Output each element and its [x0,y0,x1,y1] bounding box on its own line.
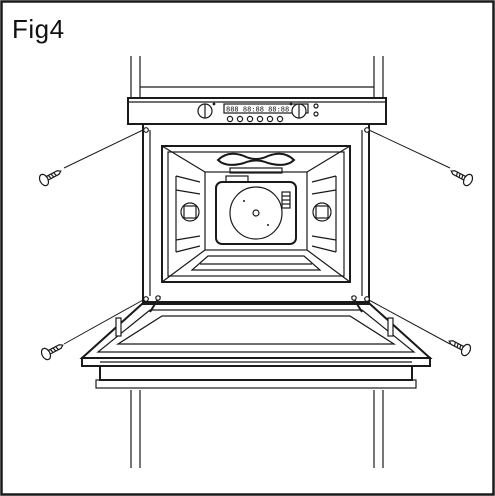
screw-icon [450,170,474,187]
panel-buttons [226,115,284,123]
door-handle [99,365,413,381]
oven-cavity [161,145,351,283]
panel-display-text: 888 88:88 88:88 [226,106,289,114]
cabinet-lower [130,390,384,468]
screw-icon [448,340,472,357]
oven-body [142,123,370,303]
side-rack-right [311,175,337,253]
screw-guides [63,129,451,345]
fan-cover [215,181,297,245]
figure-label: Fig4 [12,14,65,44]
oven-door [79,295,433,389]
screw-icon [38,170,62,187]
side-rack-left [175,175,201,253]
grill-element [216,152,296,166]
screw-icon [40,344,64,361]
cabinet-upper [130,56,384,98]
control-panel: 888 88:88 88:88 [127,97,387,125]
